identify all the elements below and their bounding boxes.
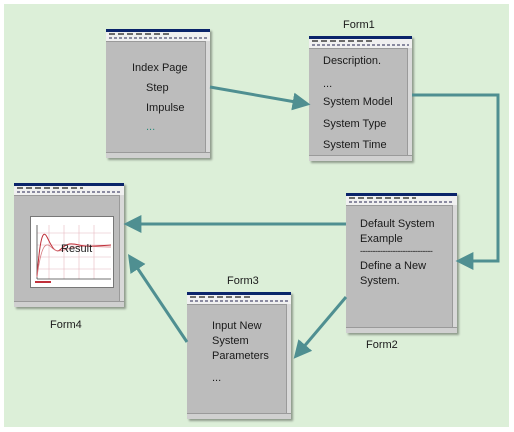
- form1-system-time: System Time: [323, 139, 387, 151]
- plot-response-curve: [36, 233, 112, 278]
- arrow-form1-to-form2: [412, 93, 500, 270]
- title-bar: [309, 36, 412, 39]
- form2-window: Default System Example -----------------…: [346, 193, 457, 333]
- form2-label: Form2: [366, 339, 398, 351]
- plot-grid: [37, 225, 111, 279]
- result-plot: [30, 216, 114, 288]
- window-chrome: [106, 29, 210, 42]
- window-chrome: [309, 36, 412, 49]
- form3-ellipsis: ...: [212, 372, 222, 384]
- form2-new-line2: System.: [360, 275, 400, 287]
- form2-divider: -----------------------------: [360, 246, 433, 256]
- form2-default-line1: Default System: [360, 218, 435, 230]
- form3-input-new: Input New: [212, 320, 262, 332]
- form4-label: Form4: [50, 319, 82, 331]
- window-chrome: [187, 292, 291, 305]
- result-plot-graphic: [35, 225, 112, 283]
- scrollbar: [205, 41, 210, 153]
- plot-legend-mark: [35, 281, 51, 283]
- index-page-title: Index Page: [132, 62, 188, 74]
- address-bar: [312, 44, 409, 46]
- title-bar: [106, 29, 210, 32]
- form1-description: Description.: [323, 55, 382, 67]
- title-bar: [346, 193, 457, 196]
- index-page-step: Step: [146, 82, 169, 94]
- scrollbar: [286, 304, 291, 414]
- menu-bar: [190, 296, 253, 298]
- form1-system-model: System Model: [323, 96, 393, 108]
- address-bar: [190, 300, 288, 302]
- form2-new-line1: Define a New: [360, 260, 427, 272]
- arrow-index-to-form1: [209, 85, 311, 111]
- status-bar: [187, 413, 291, 419]
- index-page-window: Index Page Step Impulse ...: [106, 29, 210, 158]
- arrow-form3-to-form4: [127, 254, 189, 343]
- menu-bar: [109, 33, 172, 35]
- title-bar: [14, 183, 124, 186]
- address-bar: [349, 201, 454, 203]
- window-chrome: [346, 193, 457, 206]
- status-bar: [309, 155, 412, 161]
- status-bar: [106, 152, 210, 158]
- menu-bar: [312, 40, 374, 42]
- form3-window: Input New System Parameters ...: [187, 292, 291, 419]
- menu-bar: [349, 197, 416, 199]
- menu-bar: [17, 187, 83, 189]
- form1-window: Description. ... System Model System Typ…: [309, 36, 412, 161]
- form3-label: Form3: [227, 275, 259, 287]
- scrollbar: [407, 48, 412, 156]
- form2-default-line2: Example: [360, 233, 403, 245]
- plot-response-curve-2: [36, 244, 112, 278]
- index-page-ellipsis: ...: [146, 121, 156, 133]
- address-bar: [109, 37, 207, 39]
- form1-label: Form1: [343, 19, 375, 31]
- form4-window: Result: [14, 183, 124, 307]
- status-bar: [346, 327, 457, 333]
- form4-result: Result: [61, 243, 93, 255]
- form3-system: System: [212, 335, 249, 347]
- scrollbar: [452, 205, 457, 328]
- status-bar: [14, 301, 124, 307]
- form3-parameters: Parameters: [212, 350, 269, 362]
- form1-system-type: System Type: [323, 118, 387, 130]
- scrollbar: [119, 195, 124, 302]
- window-chrome: [14, 183, 124, 196]
- title-bar: [187, 292, 291, 295]
- index-page-impulse: Impulse: [146, 102, 185, 114]
- address-bar: [17, 191, 121, 193]
- arrow-form2-to-form3: [293, 296, 348, 359]
- form1-ellipsis: ...: [323, 78, 333, 90]
